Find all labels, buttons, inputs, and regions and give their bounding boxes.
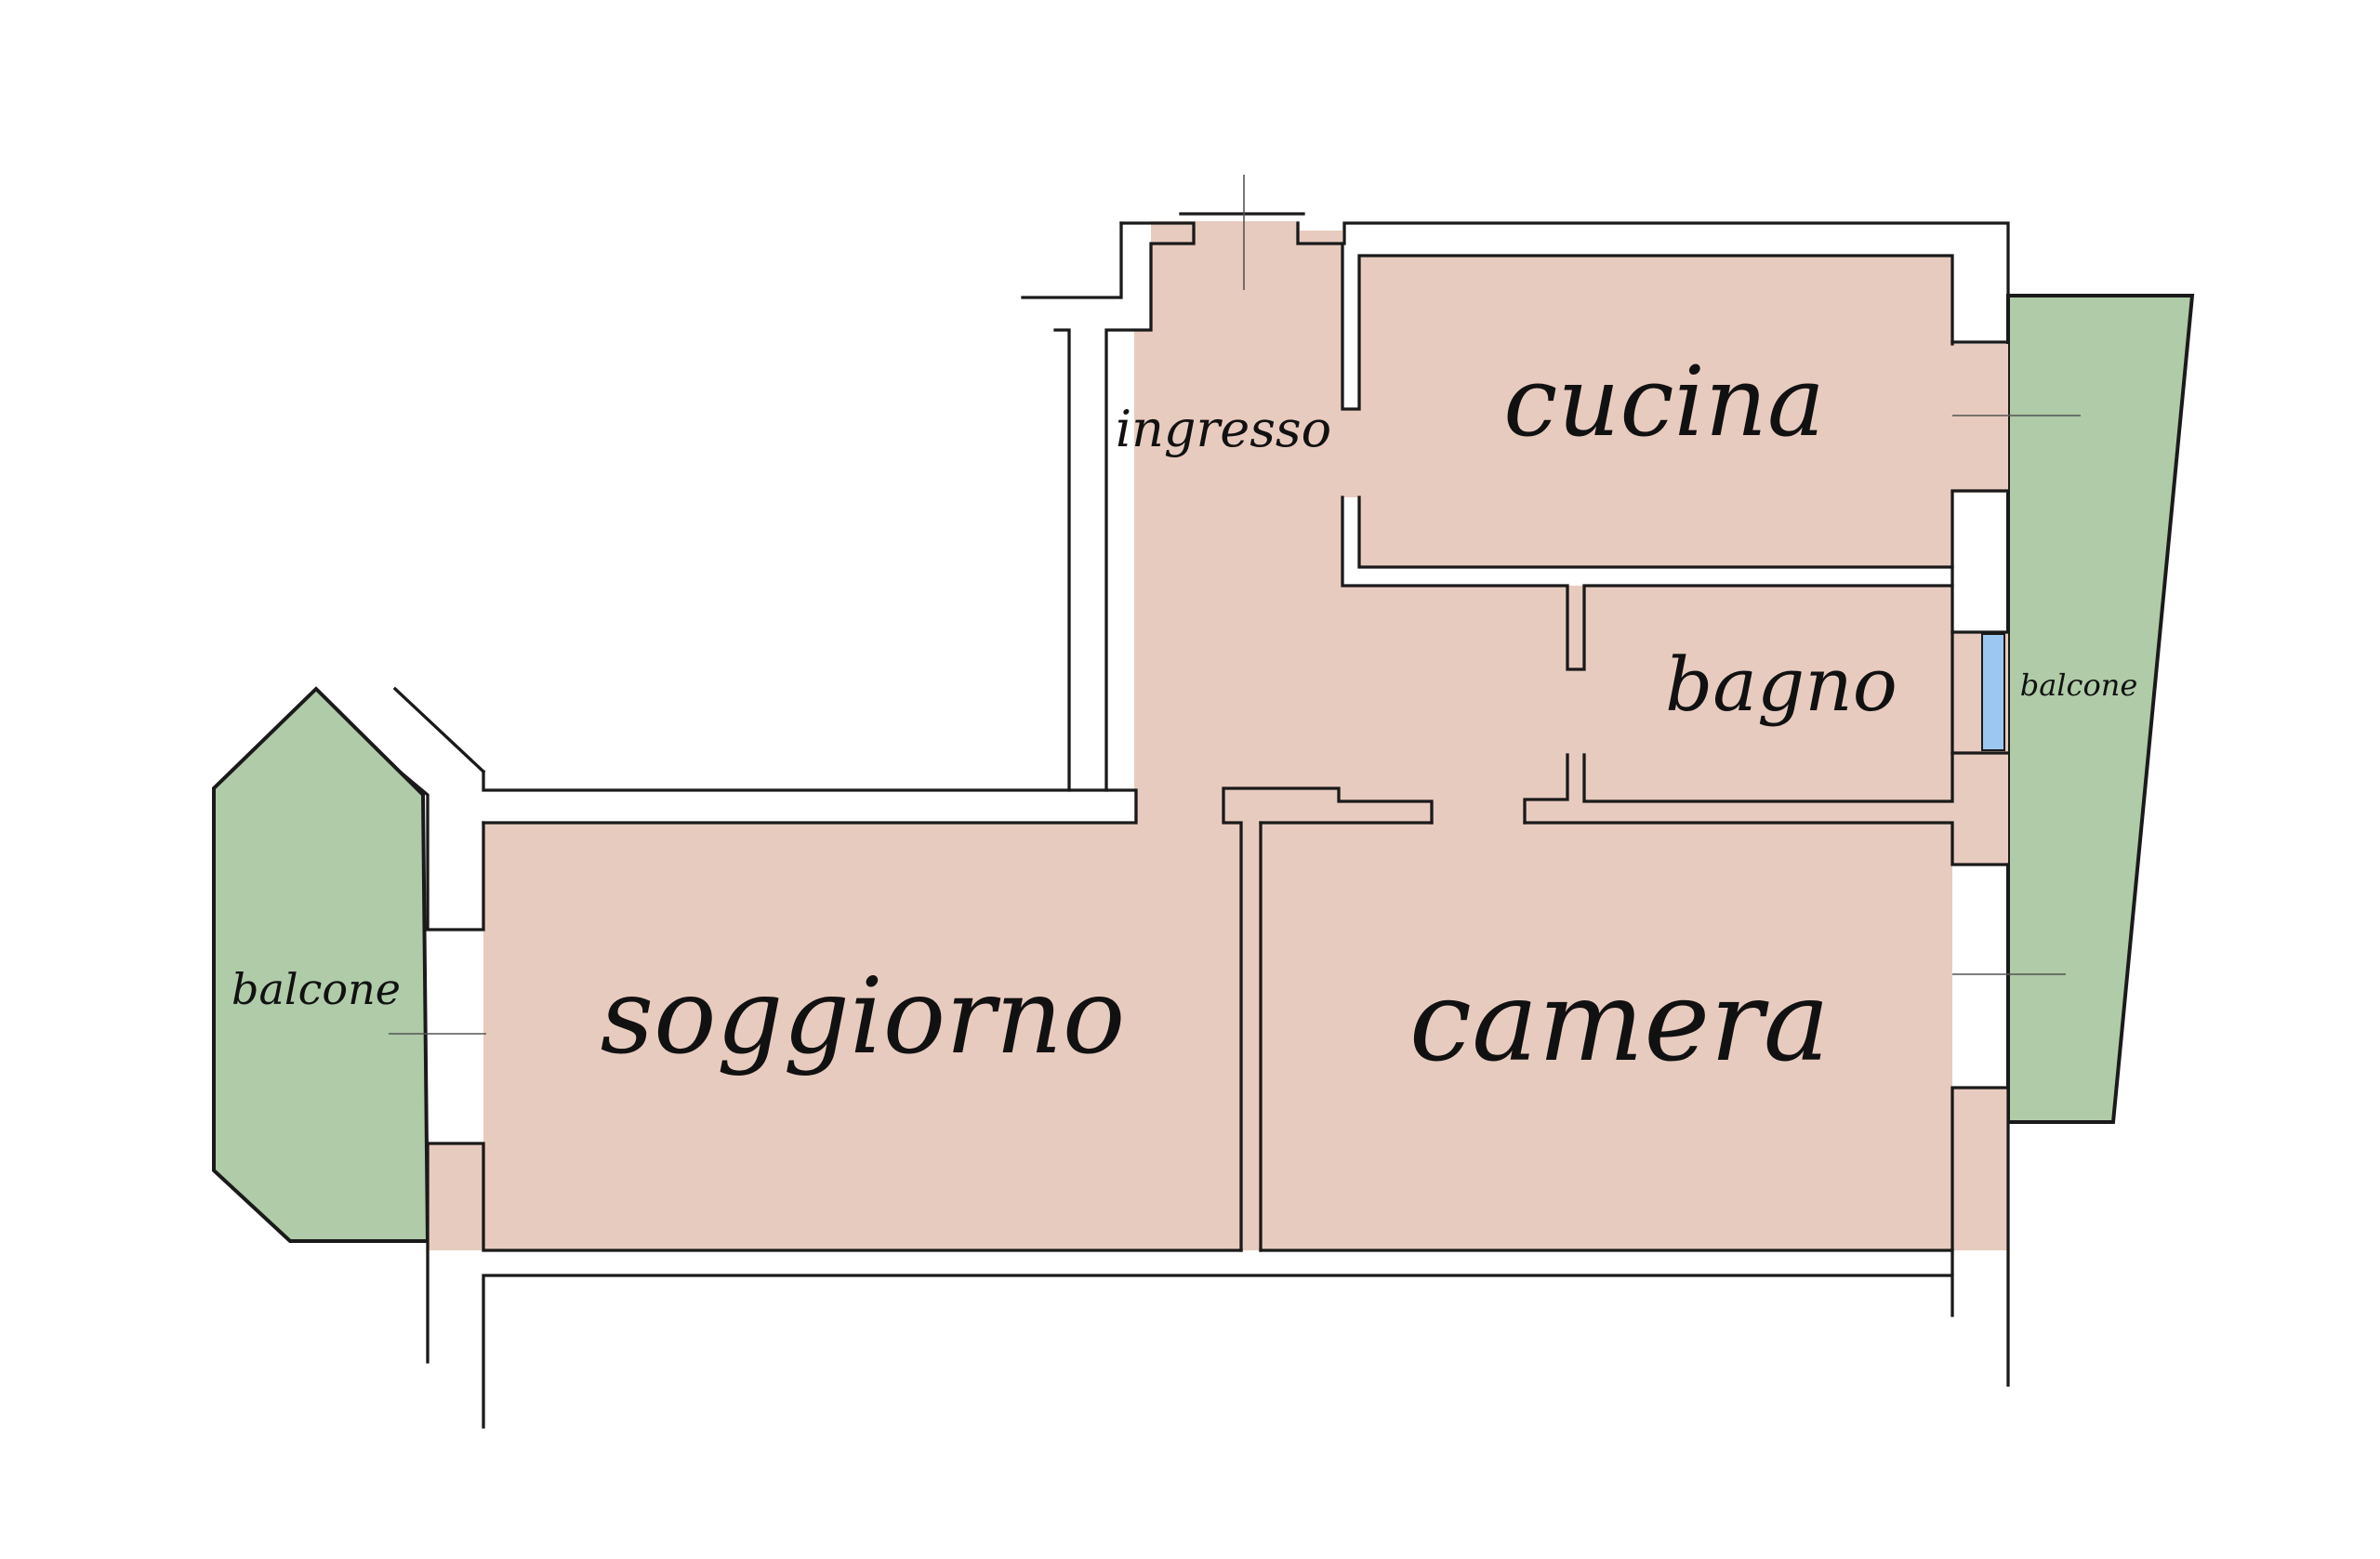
apartment-interior xyxy=(428,221,2008,1250)
room-label-bagno: bagno xyxy=(1665,641,1897,728)
balcony-right-area xyxy=(2006,294,2195,1124)
walls xyxy=(389,175,2081,1429)
bagno-window xyxy=(1981,633,2005,751)
room-label-cucina: cucina xyxy=(1503,345,1825,458)
balcony-label-right: balcone xyxy=(2020,667,2138,703)
room-label-ingresso: ingresso xyxy=(1116,400,1331,458)
balcony-left-area xyxy=(212,686,430,1243)
room-label-camera: camera xyxy=(1409,958,1830,1087)
room-label-soggiorno: soggiorno xyxy=(601,957,1126,1077)
balcony-label-left: balcone xyxy=(231,964,401,1014)
